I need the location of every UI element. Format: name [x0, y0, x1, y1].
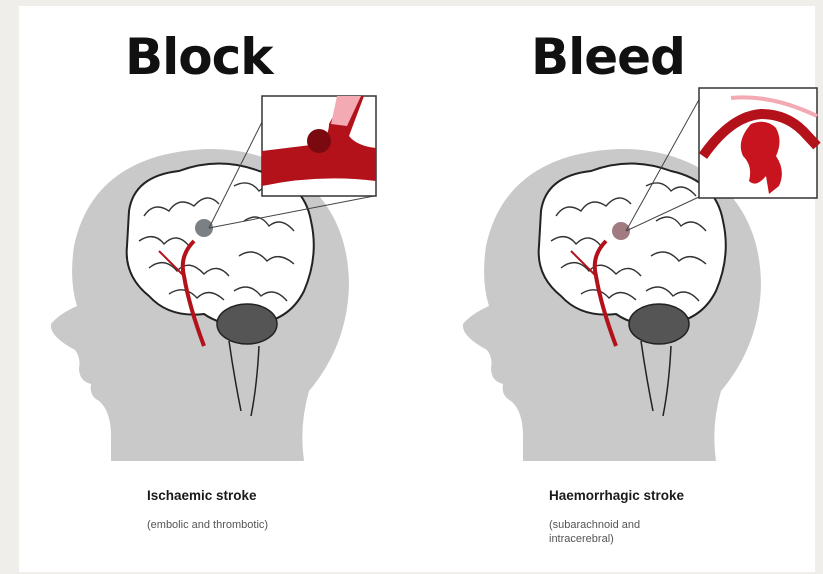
cerebellum — [217, 304, 277, 344]
panel-detail: (embolic and thrombotic) — [147, 518, 277, 532]
stroke-infographic: Block Ischaemic stroke (embolic and thro… — [19, 6, 815, 572]
bleed-site — [612, 222, 630, 240]
cerebellum — [629, 304, 689, 344]
brain — [539, 164, 726, 325]
panel-caption: Ischaemic stroke — [147, 488, 257, 503]
panel-title: Bleed — [531, 28, 685, 86]
panel-caption: Haemorrhagic stroke — [549, 488, 684, 503]
panel-detail: (subarachnoid and intracerebral) — [549, 518, 679, 546]
panel-title: Block — [125, 28, 273, 86]
ischaemic-panel: Block Ischaemic stroke (embolic and thro… — [19, 6, 419, 572]
haemorrhagic-panel: Bleed Haemorrhagic stroke (subarachnoid … — [431, 6, 823, 572]
blood-clot — [307, 129, 331, 153]
